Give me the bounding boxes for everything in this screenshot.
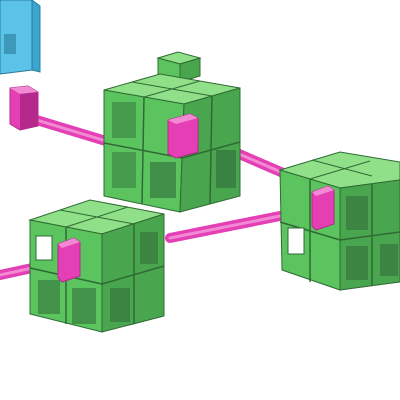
blue-block[interactable] xyxy=(0,0,41,131)
blue-block-slot xyxy=(4,34,16,54)
cube-top-center[interactable] xyxy=(103,51,241,213)
cube-top-grid-line xyxy=(181,141,241,159)
cube-bottom-hole xyxy=(72,288,96,324)
cube-bottom-grid-line xyxy=(101,265,165,285)
cube-bottom-hole xyxy=(140,232,158,264)
cube-bottom-hole xyxy=(110,288,130,322)
cube-bottom-hole xyxy=(38,280,60,314)
cube-bottom-left[interactable] xyxy=(28,199,165,333)
cube-top-hole xyxy=(112,152,136,188)
cube-top-grid-line xyxy=(103,142,183,159)
cube-top-hole xyxy=(150,162,176,198)
cube-right-window xyxy=(287,227,305,255)
blue-block-face-right xyxy=(31,0,41,73)
cube-right-hole xyxy=(346,246,368,280)
cube-bottom-window xyxy=(35,235,53,261)
cube-right-grid-line xyxy=(311,159,373,177)
cube-top-hole xyxy=(216,150,236,188)
cap-right xyxy=(179,57,201,83)
cube-right-hole xyxy=(346,196,368,230)
cube-bottom-socket-top xyxy=(58,238,80,248)
cube-top-grid-line xyxy=(143,80,201,98)
cube-top-hole xyxy=(112,102,136,138)
cube-top-socket-top xyxy=(168,114,198,124)
cube-right-grid-line xyxy=(309,160,371,180)
blue-block-socket-top xyxy=(10,86,38,94)
cube-bottom-grid-line xyxy=(65,206,129,228)
cube-right-hole xyxy=(380,244,398,276)
cube-right-grid-line xyxy=(279,221,341,241)
cube-right[interactable] xyxy=(278,151,400,291)
cube-right-socket-top xyxy=(312,186,334,196)
blue-block-socket-side xyxy=(20,92,38,130)
cube-right-grid-line xyxy=(339,231,400,241)
